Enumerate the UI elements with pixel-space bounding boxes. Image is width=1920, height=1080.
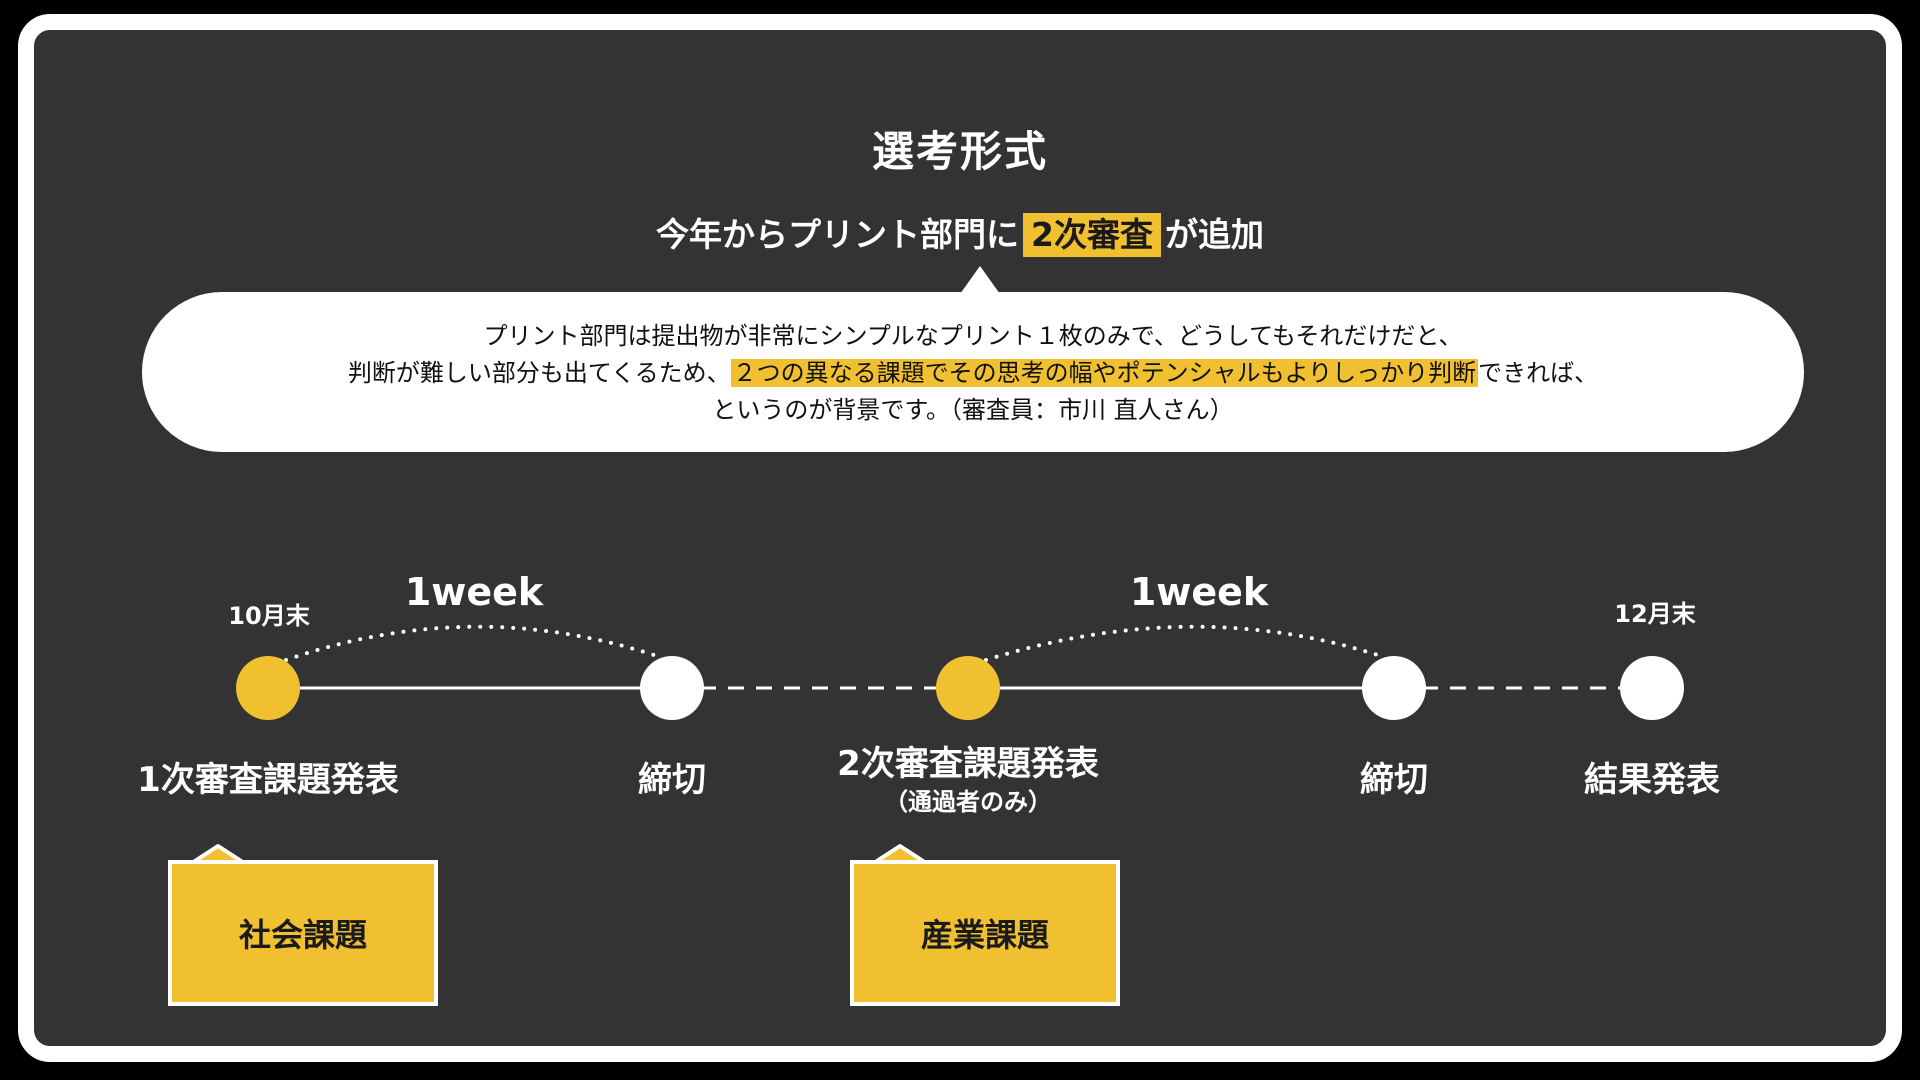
slide-title: 選考形式	[871, 127, 1048, 176]
node-deadline-2	[1362, 656, 1426, 720]
stage-first-announce: 1次審査課題発表	[137, 760, 399, 800]
quote-line-1: プリント部門は提出物が非常にシンプルなプリント１枚のみで、どうしてもそれだけだと…	[483, 322, 1463, 350]
quote-highlight: ２つの異なる課題でその思考の幅やポテンシャルもよりしっかり判断	[730, 359, 1479, 387]
duration-label-2: 1week	[1129, 570, 1269, 614]
node-first-announce	[236, 656, 300, 720]
duration-label-1: 1week	[404, 570, 544, 614]
timeline-connectors	[268, 624, 1652, 690]
stage-second-announce: 2次審査課題発表	[837, 744, 1099, 784]
subtitle-after: が追加	[1164, 215, 1264, 254]
node-second-announce	[936, 656, 1000, 720]
stage-deadline-2: 締切	[1360, 760, 1428, 800]
date-start: 10月末	[228, 602, 310, 630]
date-end: 12月末	[1614, 600, 1696, 628]
subtitle-before: 今年からプリント部門に	[656, 215, 1020, 254]
subtitle-highlight: 2次審査	[1023, 213, 1161, 257]
stage-deadline-1: 締切	[638, 760, 706, 800]
stage-result: 結果発表	[1584, 760, 1720, 800]
tag-industry-label: 産業課題	[920, 916, 1049, 954]
speech-bubble: プリント部門は提出物が非常にシンプルなプリント１枚のみで、どうしてもそれだけだと…	[142, 292, 1804, 452]
stage-second-note: （通過者のみ）	[884, 788, 1052, 816]
tag-social-label: 社会課題	[238, 916, 367, 954]
tag-industry-issue: 産業課題	[850, 860, 1120, 1006]
speech-bubble-tip	[960, 266, 1000, 294]
quote-line-2: 判断が難しい部分も出てくるため、２つの異なる課題でその思考の幅やポテンシャルもよ…	[202, 355, 1744, 392]
node-deadline-1	[640, 656, 704, 720]
quote-line-2-before: 判断が難しい部分も出てくるため、	[347, 359, 731, 387]
quote-line-2-after: できれば、	[1478, 359, 1599, 387]
week-arc-1	[284, 624, 662, 662]
quote-line-3: というのが背景です。（審査員：市川 直人さん）	[712, 396, 1234, 424]
week-arc-2	[984, 624, 1386, 662]
node-result	[1620, 656, 1684, 720]
tag-social-issue: 社会課題	[168, 860, 438, 1006]
